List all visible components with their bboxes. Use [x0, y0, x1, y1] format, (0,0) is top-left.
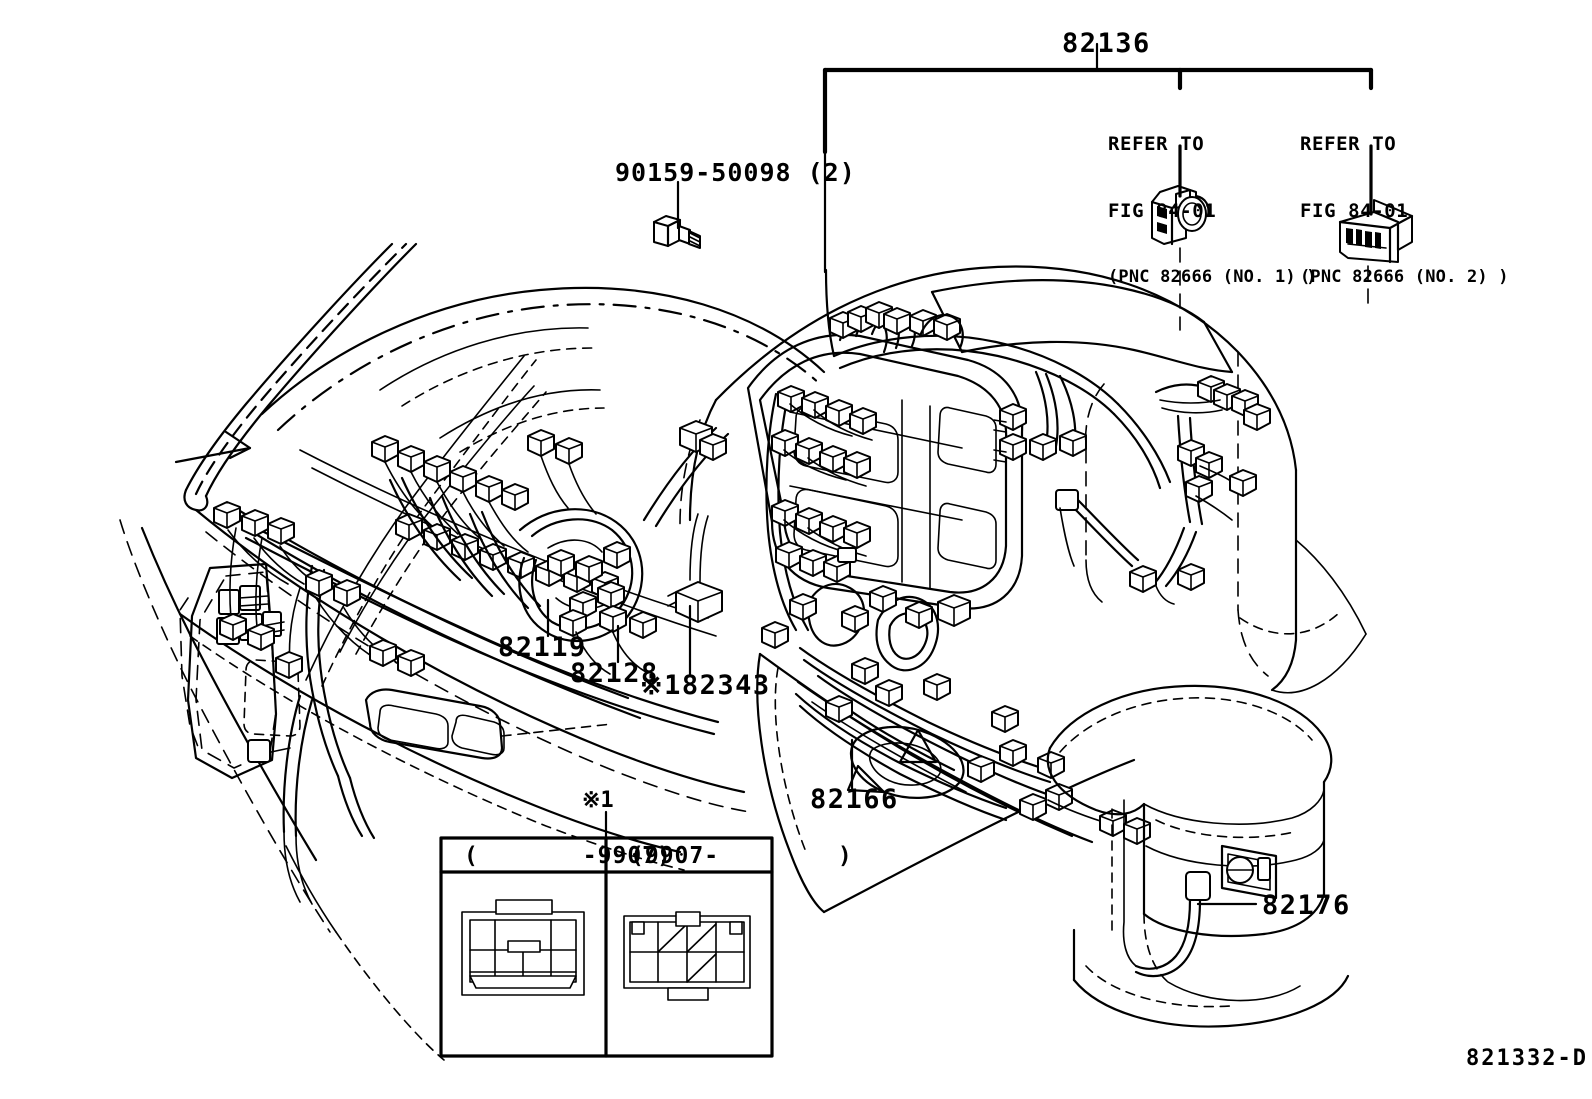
refer-note-1-line3: (PNC 82666 (NO. 1) ): [1108, 267, 1317, 288]
refer-note-2: REFER TO FIG 84-01 (PNC 82666 (NO. 2) ): [1300, 88, 1509, 332]
callout-82166: 82166: [810, 784, 899, 815]
legend-connector-early: [461, 899, 585, 996]
connector-illustration-no1: [1150, 185, 1210, 331]
callout-82343: ※182343: [640, 670, 771, 701]
refer-note-1-line1: REFER TO: [1108, 132, 1205, 155]
legend-header-early: ( -9907): [464, 843, 672, 869]
refer-note-2-line3: (PNC 82666 (NO. 2) ): [1300, 267, 1509, 288]
legend-connector-late: [623, 911, 751, 1001]
callout-82176: 82176: [1262, 890, 1351, 921]
harness-left: [213, 420, 730, 905]
left-lower-trim: [364, 688, 613, 760]
console-box-armrest: [1046, 684, 1350, 1028]
leader-lines: [546, 42, 1374, 906]
legend-box: [439, 836, 774, 1058]
figure-code: 821332-D: [1466, 1046, 1588, 1071]
callout-bolt-90159-50098: 90159-50098 (2): [615, 158, 856, 187]
bolt-part: [652, 215, 701, 249]
callout-82136: 82136: [1062, 28, 1151, 59]
refer-note-2-line1: REFER TO: [1300, 132, 1397, 155]
connector-82343: [667, 581, 723, 623]
refer-note-1: REFER TO FIG 84-01 (PNC 82666 (NO. 1) ): [1108, 88, 1317, 332]
refer-note-1-line2: FIG 84-01: [1108, 200, 1217, 223]
harness-center: [765, 268, 1271, 632]
callout-82119: 82119: [498, 632, 587, 663]
legend-mark: ※1: [582, 788, 614, 813]
refer-note-2-line2: FIG 84-01: [1300, 200, 1409, 223]
legend-header-late: (9907- ): [630, 843, 853, 869]
center-console: [756, 582, 1151, 914]
body-outline: [119, 242, 826, 1061]
connector-illustration-no2: [1338, 199, 1414, 311]
callout-82128: 82128: [570, 658, 659, 689]
